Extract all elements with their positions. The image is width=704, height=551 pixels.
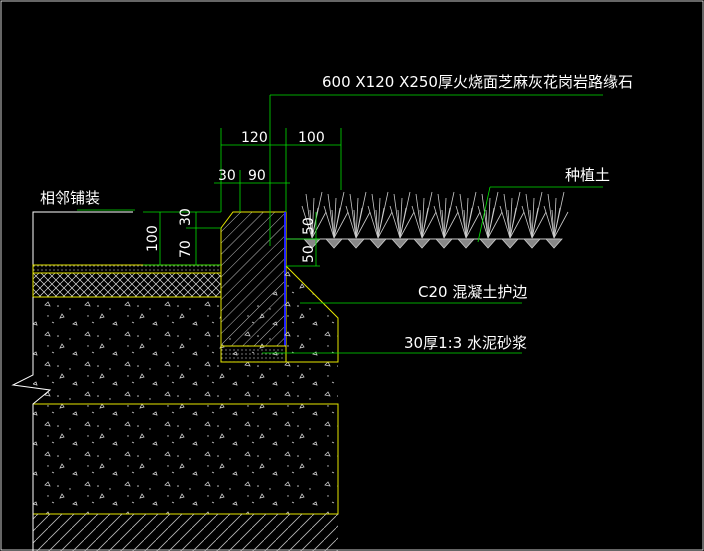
mortar-bed [220, 345, 287, 363]
dim-left-30: 30 [178, 208, 194, 226]
concrete-edge-label: C20 混凝土护边 [418, 283, 527, 301]
dim-right-lower-50: 50 [301, 245, 317, 263]
mortar-bed-label: 30厚1:3 水泥砂浆 [404, 334, 527, 352]
dimension-lines [77, 94, 603, 354]
planting-soil-label: 种植土 [565, 166, 610, 184]
adjacent-paving [32, 211, 222, 298]
curb-spec-label: 600 X120 X250厚火烧面芝麻灰花岗岩路缘石 [322, 73, 633, 91]
concrete-edge [220, 265, 339, 363]
base-layers [11, 297, 339, 551]
dim-right-upper-50: 50 [301, 217, 317, 235]
planting-area [286, 191, 569, 249]
dim-top-right: 100 [298, 130, 325, 146]
dim-top-ninety: 90 [248, 168, 266, 184]
dim-top-small: 30 [218, 168, 236, 184]
dim-left-100: 100 [145, 225, 161, 252]
dim-left-70: 70 [178, 240, 194, 258]
adjacent-paving-label: 相邻铺装 [40, 189, 100, 207]
dim-top-total: 120 [241, 130, 268, 146]
